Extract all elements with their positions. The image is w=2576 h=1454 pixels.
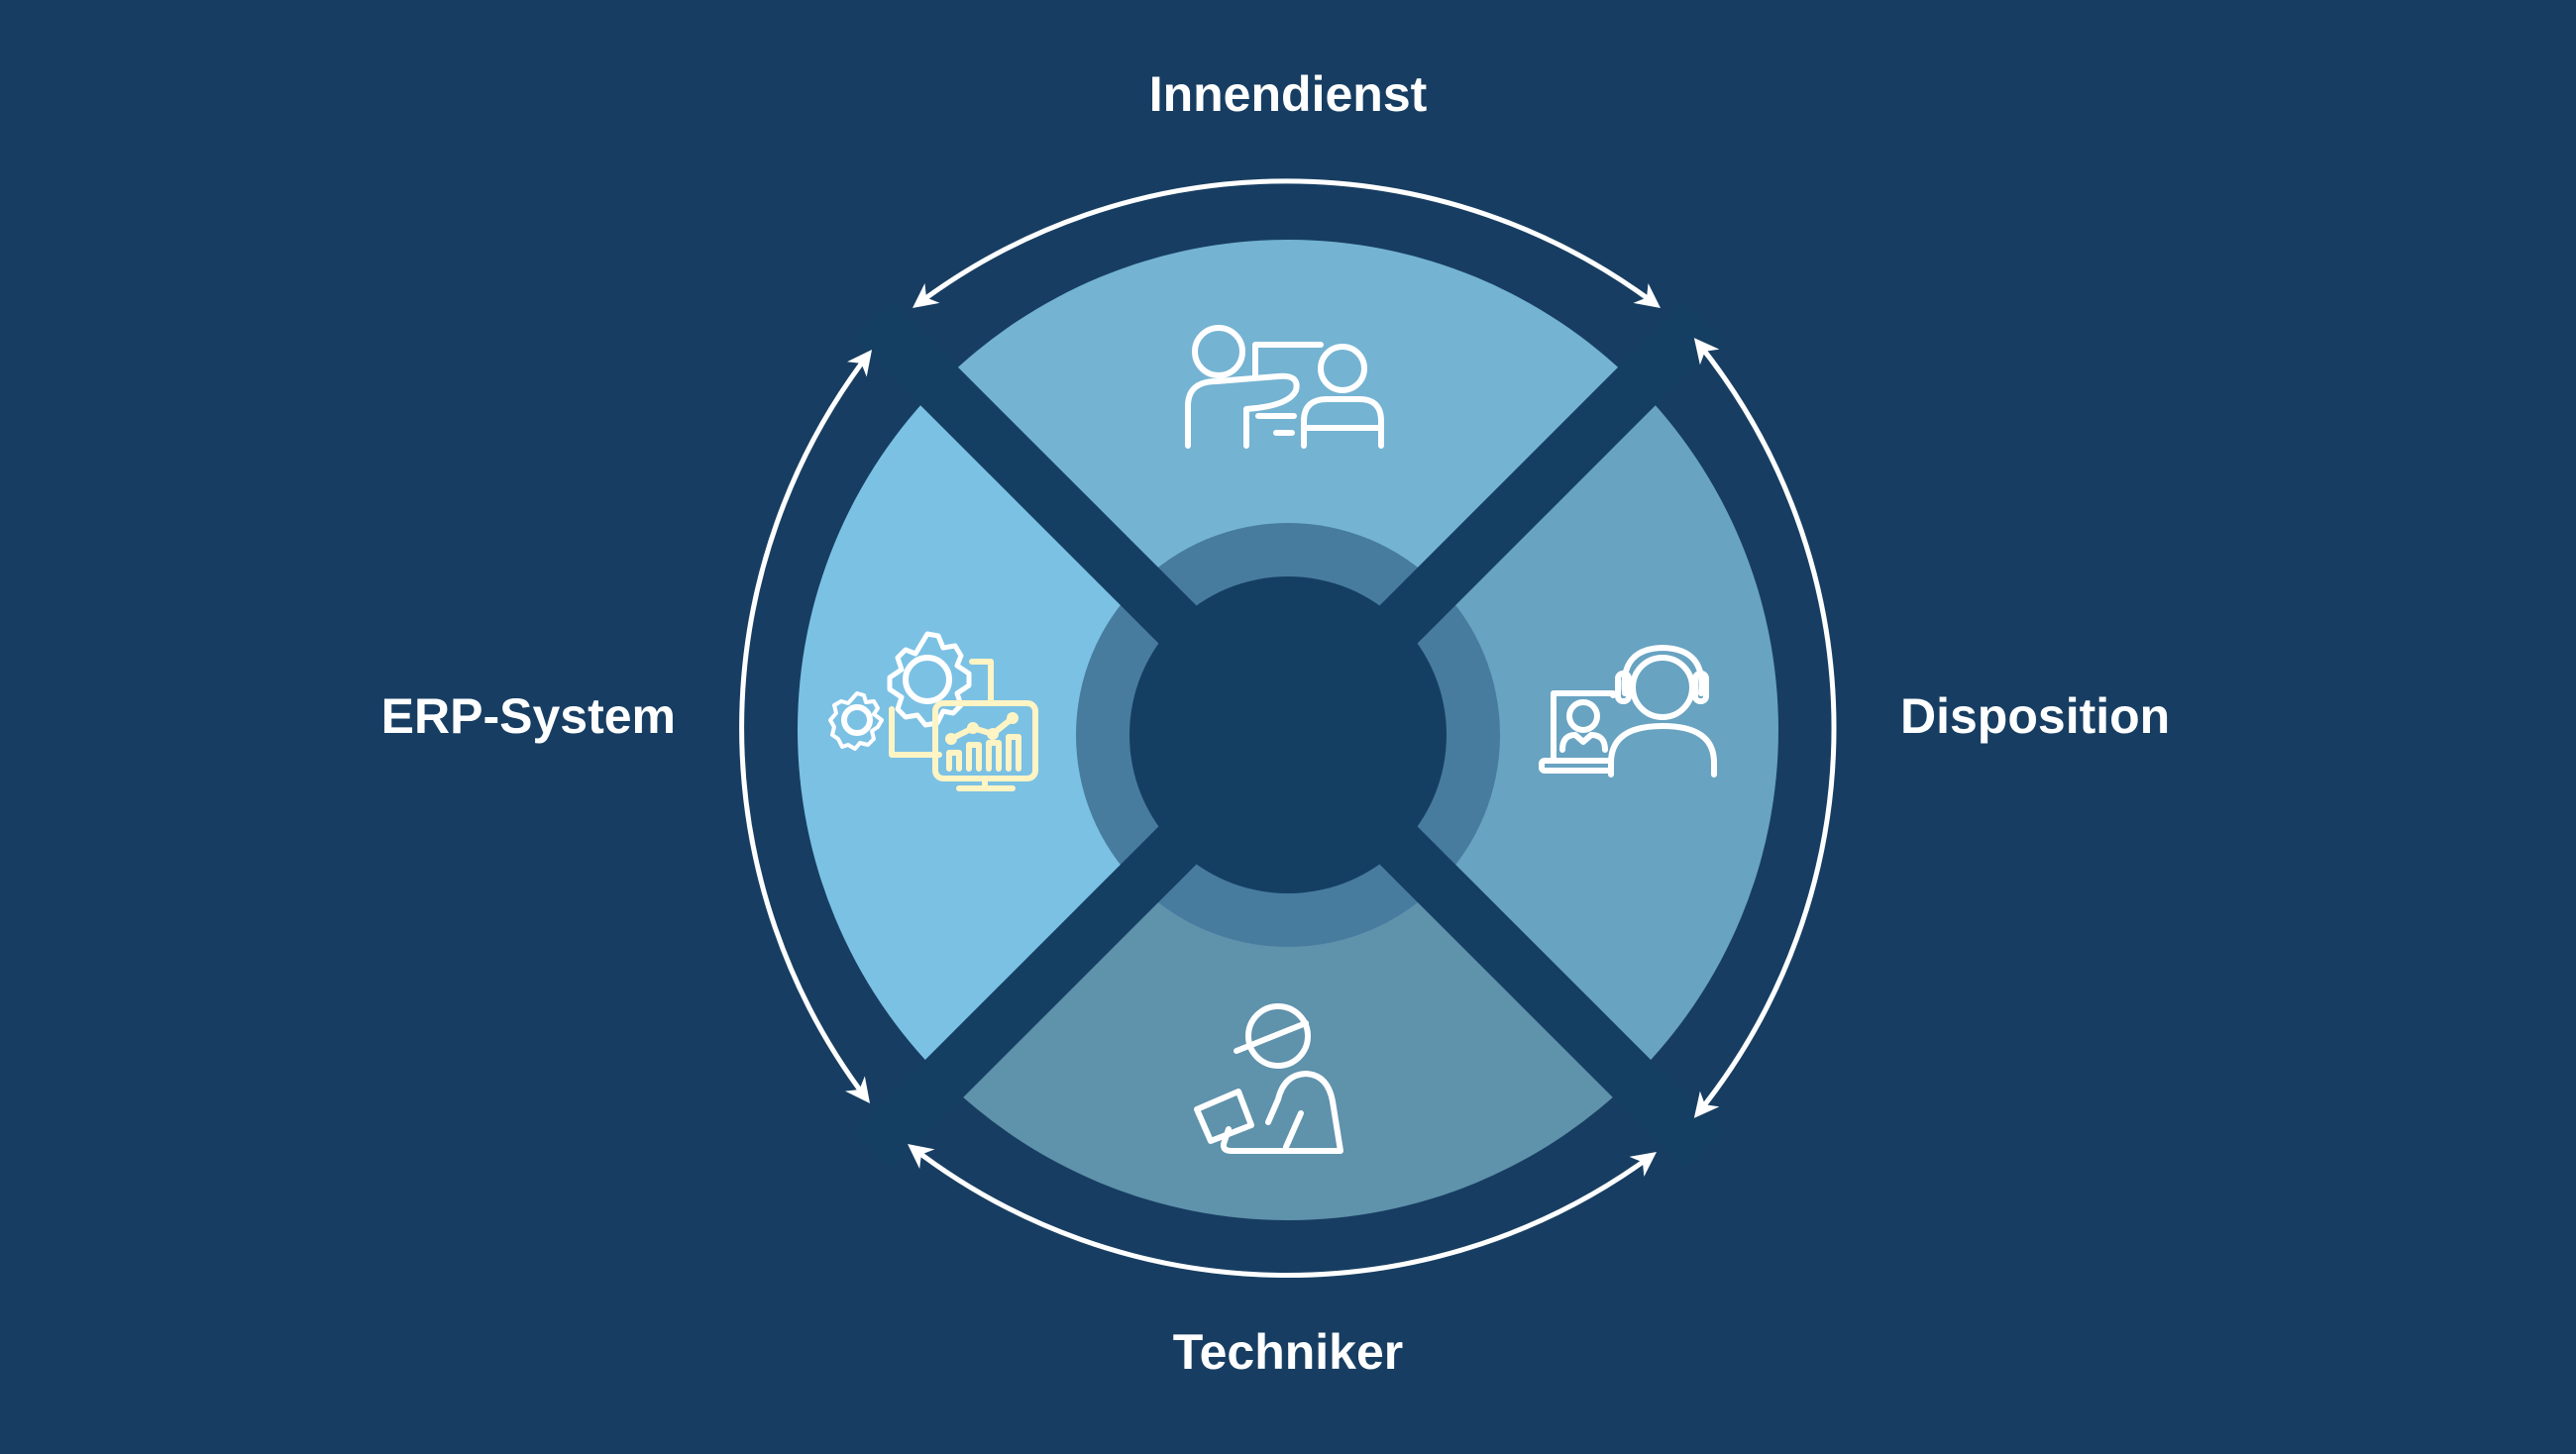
- arrow-right: [1693, 338, 1837, 1118]
- label-disposition: Disposition: [1900, 688, 2171, 744]
- headset-video-call-icon: [1539, 645, 1717, 778]
- arrow-bottom: [908, 1143, 1658, 1279]
- arrow-left: [739, 350, 873, 1103]
- center-circle: [1129, 576, 1447, 893]
- segment-left: [798, 240, 1288, 1220]
- presentation-people-icon: [1185, 325, 1384, 449]
- label-erp-system: ERP-System: [380, 688, 676, 744]
- segment-top: [798, 240, 1778, 730]
- label-innendienst: Innendienst: [1148, 66, 1428, 122]
- technician-tablet-icon: [1194, 1003, 1343, 1154]
- gears-monitor-chart-icon: [828, 631, 1038, 791]
- label-techniker: Techniker: [1172, 1324, 1404, 1380]
- arrow-top: [912, 178, 1661, 309]
